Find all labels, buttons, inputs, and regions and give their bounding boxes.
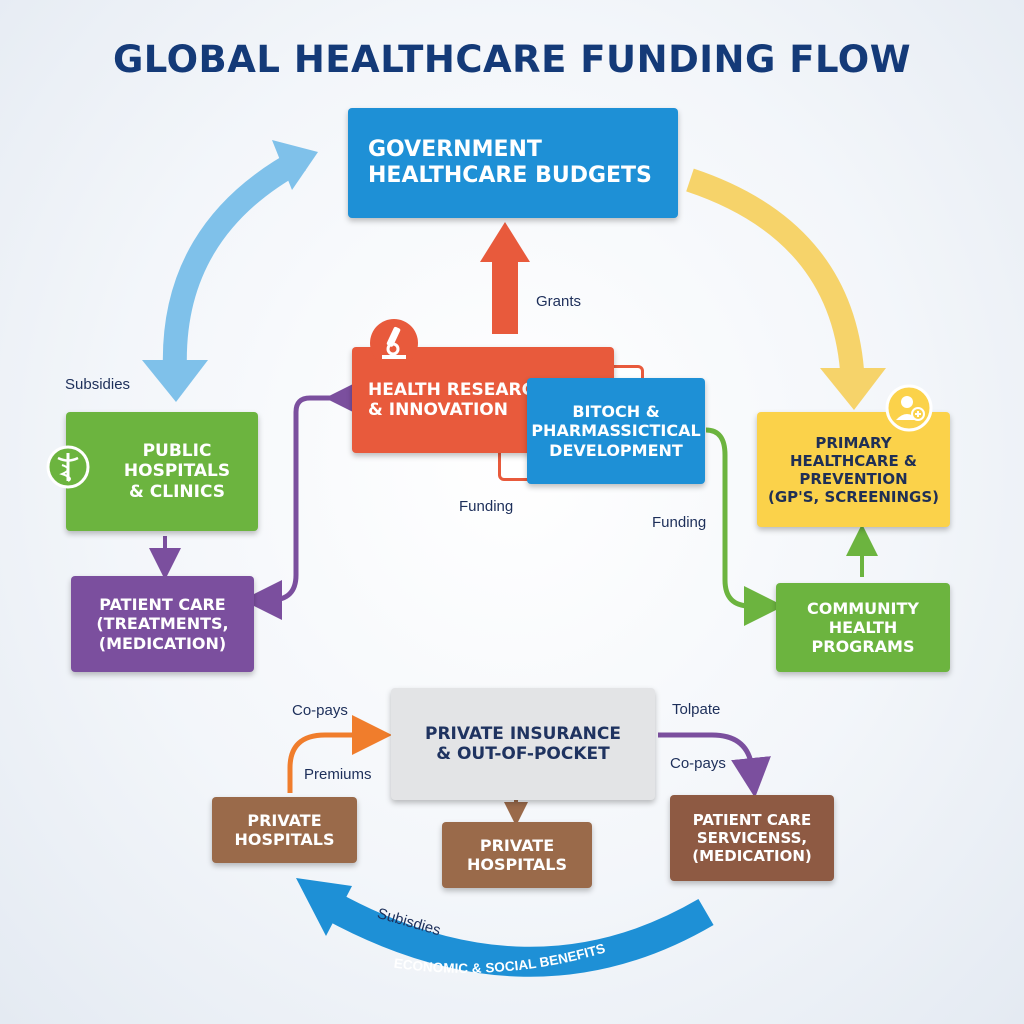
label-copays-right: Co-pays — [670, 755, 726, 772]
arc-gov-primary — [686, 168, 864, 372]
node-primary-care: Primary Healthcare & Prevention (GP'S, S… — [757, 412, 950, 527]
arc-gov-primary-head — [820, 368, 886, 410]
node-private-insurance: Private Insurance & Out-of-Pocket — [391, 688, 655, 800]
node-government-label: Government Healthcare Budgets — [368, 136, 652, 188]
node-biotech-label: Bitoch & Pharmaßictical Development — [531, 402, 701, 460]
label-subsidies-left: Subsidies — [65, 376, 131, 393]
node-patient-care-public-label: Patient Care (Treatments, (Medication) — [96, 595, 229, 653]
benefits-arc — [322, 891, 714, 977]
label-grants: Grants — [536, 293, 582, 310]
node-community: Community Health Programs — [776, 583, 950, 672]
microscope-icon — [368, 317, 420, 369]
doctor-icon — [885, 384, 933, 432]
arrow-private-insurance — [287, 715, 392, 793]
page-title: GLOBAL HEALTHCARE FUNDING FLOW — [112, 38, 912, 81]
grants-arrow-shaft — [492, 258, 518, 334]
label-funding-right: Funding — [652, 514, 707, 531]
node-private-hospitals-center-label: Private Hospitals — [467, 835, 567, 874]
grants-arrow-head — [480, 222, 530, 262]
node-private-hospitals-left: Private Hospitals — [212, 797, 357, 863]
arc-gov-public-head-top — [272, 140, 318, 190]
benefits-arc-head — [296, 878, 352, 936]
node-private-insurance-label: Private Insurance & Out-of-Pocket — [424, 723, 621, 764]
node-patient-care-private: Patient Care Servicenss, (Medication) — [670, 795, 834, 881]
arrow-insurance-patient — [658, 732, 771, 798]
node-patient-care-public: Patient Care (Treatments, (Medication) — [71, 576, 254, 672]
label-funding-center: Funding — [459, 498, 514, 515]
node-private-hospitals-left-label: Private Hospitals — [234, 810, 335, 849]
node-primary-care-label: Primary Healthcare & Prevention (GP'S, S… — [768, 433, 939, 506]
arrow-research-patient — [242, 378, 365, 620]
node-public-hospitals-label: Public Hospitals & Clinics — [123, 440, 231, 502]
label-tolpate: Tolpate — [672, 701, 721, 718]
node-biotech: Bitoch & Pharmaßictical Development — [527, 378, 705, 484]
node-government: Government Healthcare Budgets — [348, 108, 678, 218]
arrow-biotech-community — [705, 427, 784, 626]
arc-gov-public-head-bottom — [142, 360, 208, 402]
label-premiums: Premiums — [304, 766, 372, 783]
node-private-hospitals-center: Private Hospitals — [442, 822, 592, 888]
node-patient-care-private-label: Patient Care Servicenss, (Medication) — [692, 811, 812, 865]
node-public-hospitals: Public Hospitals & Clinics — [66, 412, 258, 531]
label-copays-left: Co-pays — [292, 702, 348, 719]
node-research-label: Health Research & Innovation — [368, 379, 549, 420]
caduceus-icon — [46, 445, 90, 489]
node-community-label: Community Health Programs — [806, 598, 920, 657]
arc-gov-public — [162, 149, 306, 371]
